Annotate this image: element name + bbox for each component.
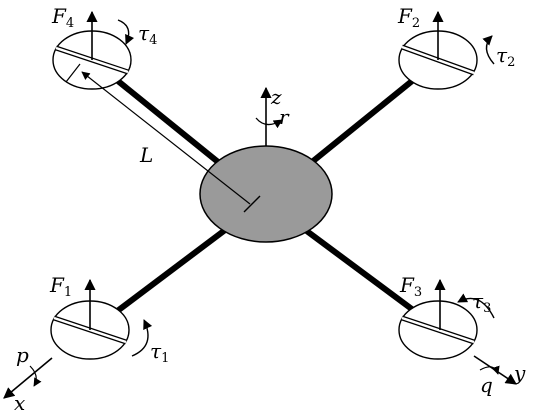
rotor-4-torque-sub: 4 xyxy=(149,33,157,48)
pitch-rate-label: q xyxy=(480,373,493,397)
rotor-2-thrust-label: F xyxy=(397,4,413,28)
roll-rate-label: p xyxy=(16,343,29,367)
rotor-1-thrust-label: F xyxy=(49,273,65,297)
rotor-2-torque-arrow xyxy=(482,35,495,65)
rotor-3-thrust-label: F xyxy=(399,273,415,297)
rotor-4-thrust-label: F xyxy=(51,4,67,28)
svg-text:F3: F3 xyxy=(399,273,422,300)
x-axis-label: x xyxy=(14,391,25,412)
x-axis-arrow xyxy=(3,357,53,399)
rotor-1: F1 τ1 xyxy=(49,273,169,366)
svg-text:F4: F4 xyxy=(51,4,74,31)
rotor-2-thrust-sub: 2 xyxy=(412,16,420,31)
rotor-4-thrust-sub: 4 xyxy=(66,16,74,31)
x-axis-group: p x xyxy=(3,343,53,412)
rotor-3: F3 τ3 xyxy=(398,273,495,360)
rotor-3-torque-sub: 3 xyxy=(483,301,491,316)
rotor-4: F4 τ4 xyxy=(51,4,157,90)
rotor-4-torque-arrow xyxy=(117,19,135,45)
rotor-1-thrust-sub: 1 xyxy=(64,285,72,300)
rotor-2: F2 τ2 xyxy=(397,4,515,90)
rotor-2-torque-sub: 2 xyxy=(507,55,515,70)
rotor-3-thrust-sub: 3 xyxy=(414,285,422,300)
arm-length-label: L xyxy=(139,143,153,167)
yaw-rate-arrow xyxy=(255,117,283,129)
central-body xyxy=(199,145,333,243)
yaw-axis: z r xyxy=(255,85,290,146)
rotor-1-torque-arrow xyxy=(131,319,153,357)
roll-rate-arrow xyxy=(29,365,42,387)
y-axis-label: y xyxy=(513,361,526,385)
rotor-1-torque-label: τ xyxy=(150,339,162,363)
svg-text:τ4: τ4 xyxy=(138,21,157,48)
arm-length-tick xyxy=(243,195,261,213)
rotor-2-torque-label: τ xyxy=(496,43,508,67)
svg-text:τ3: τ3 xyxy=(472,289,491,316)
svg-text:τ1: τ1 xyxy=(150,339,169,366)
rotor-3-torque-arrow xyxy=(457,293,495,319)
arm-length-line xyxy=(81,71,251,205)
rotor-1-torque-sub: 1 xyxy=(161,351,169,366)
z-axis-label: z xyxy=(270,85,282,109)
svg-text:F1: F1 xyxy=(49,273,72,300)
yaw-rate-label: r xyxy=(279,105,290,129)
svg-text:F2: F2 xyxy=(397,4,420,31)
rotor-3-torque-label: τ xyxy=(472,289,484,313)
arm-length-dimension: L xyxy=(65,63,261,213)
pitch-rate-arrow xyxy=(479,365,500,375)
y-axis-group: q y xyxy=(473,355,526,397)
rotor-4-torque-label: τ xyxy=(138,21,150,45)
svg-text:τ2: τ2 xyxy=(496,43,515,70)
